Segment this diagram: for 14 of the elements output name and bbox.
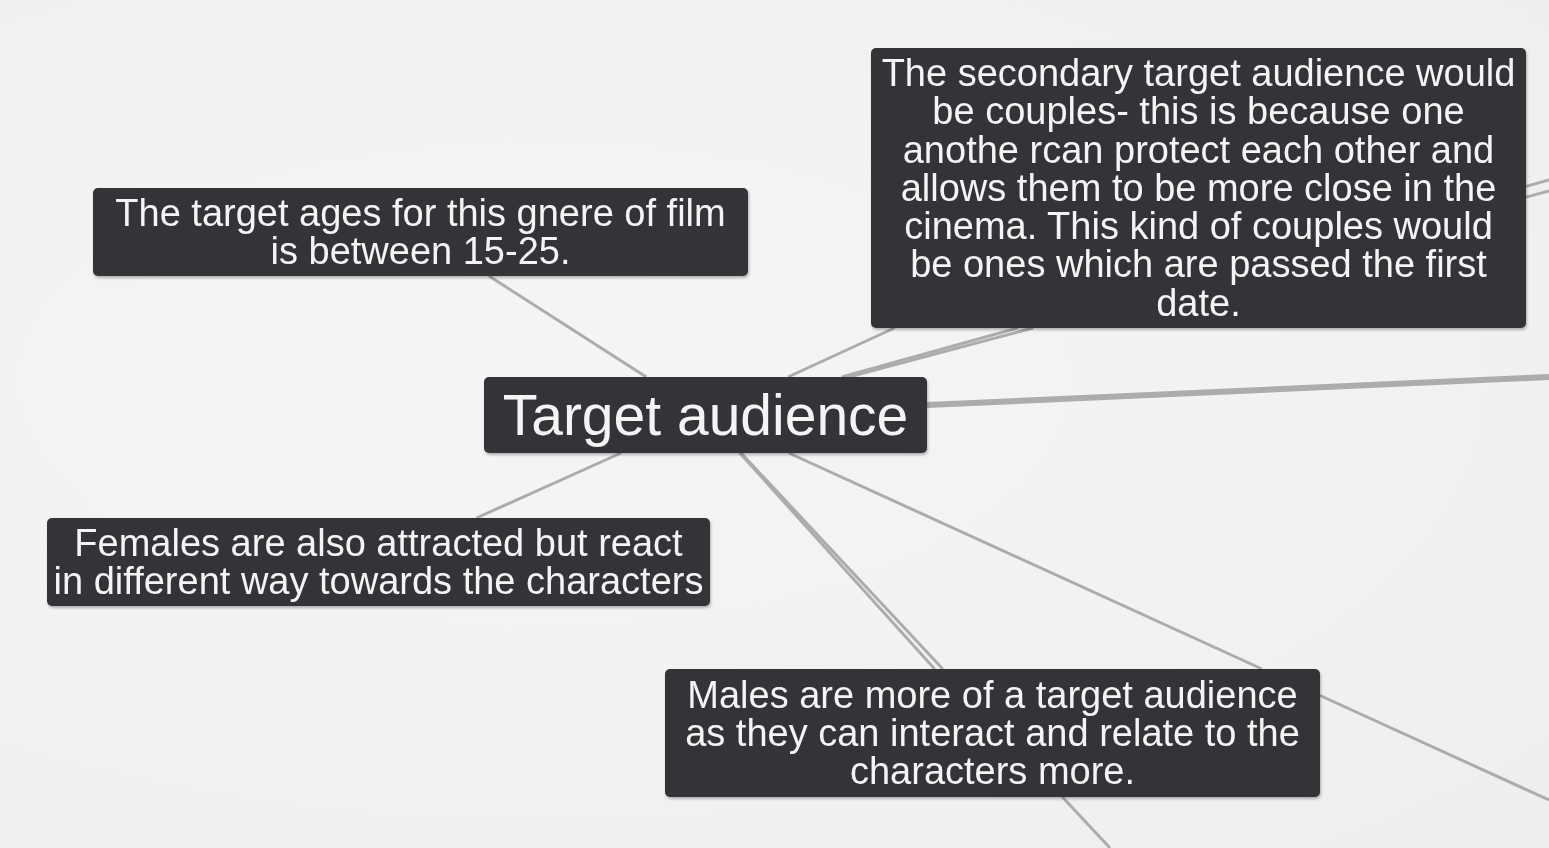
topic-text: Males are more of a target audience as they can interact and relate to the characters more.: [685, 675, 1300, 791]
topic-text: The secondary target audience would be couples- this is because one anothe rcan protect each other and allows them to be more close in the cinema. This kind of couples would be ones which are passed the first date.: [881, 53, 1516, 323]
connector-line: [739, 451, 1112, 848]
central-topic-box: [484, 377, 927, 453]
topic-box: [93, 188, 748, 276]
central-topic-title: Target audience: [502, 383, 909, 447]
connector-line: [475, 451, 622, 520]
topic-text: The target ages for this gnere of film is between 15-25.: [115, 193, 726, 271]
connector-line: [787, 451, 1549, 802]
connector-line: [787, 326, 896, 379]
topic-text: Females are also attracted but react in different way towards the characters: [53, 523, 704, 601]
connector-line: [488, 274, 648, 379]
connector-line: [738, 452, 936, 670]
connector-line: [926, 374, 1549, 408]
